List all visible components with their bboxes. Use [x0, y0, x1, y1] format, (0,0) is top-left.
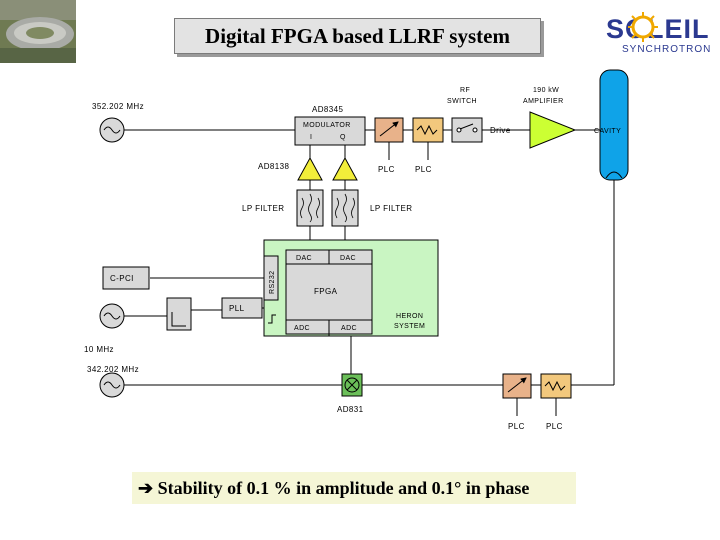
lp-filter-label-left: LP FILTER [242, 204, 284, 213]
heron-label-1: HERON [396, 313, 423, 320]
c-pci-box [102, 266, 150, 290]
rf-switch-label-2: SWITCH [447, 98, 477, 105]
attenuator-bottom-icon [540, 373, 572, 399]
plc-label-1: PLC [378, 165, 395, 174]
footer-text: ➔ Stability of 0.1 % in amplitude and 0.… [138, 477, 530, 498]
synchrotron-photo [0, 0, 76, 63]
modulator-box [294, 116, 366, 146]
cavity-probe [605, 171, 623, 179]
ad8138-q-triangle [332, 156, 358, 181]
osc-342-icon [99, 372, 125, 398]
attenuator-icon [412, 117, 444, 143]
logo-subtitle: SYNCHROTRON [622, 44, 712, 55]
fpga-box [285, 263, 373, 321]
ad8138-i-triangle [297, 156, 323, 181]
adc-label-1: ADC [294, 325, 310, 332]
sun-icon [628, 12, 658, 42]
fpga-label: FPGA [314, 287, 338, 296]
mod-q-label: Q [340, 134, 346, 141]
plc-label-4: PLC [546, 422, 563, 431]
lp-filter-i-icon [296, 189, 324, 227]
adc-label-2: ADC [341, 325, 357, 332]
amplifier-triangle [529, 111, 577, 149]
lp-filter-q-icon [331, 189, 359, 227]
phase-shifter-bottom-icon [502, 373, 532, 399]
modulator-label: MODULATOR [303, 122, 351, 129]
page-title: Digital FPGA based LLRF system [205, 23, 510, 48]
cavity-box [599, 69, 629, 181]
ad831-label: AD831 [337, 405, 364, 414]
rf-switch-label-1: RF [460, 87, 470, 94]
soleil-logo: SOLEIL SYNCHROTRON [600, 6, 715, 58]
osc-352-icon [99, 117, 125, 143]
freq-10-label: 10 MHz [84, 345, 114, 354]
mod-i-label: I [310, 134, 312, 141]
logo-word: SOLEIL [606, 14, 710, 44]
freq-top-label: 352.202 MHz [92, 102, 144, 111]
rs232-label: RS232 [269, 271, 276, 294]
title-box: Digital FPGA based LLRF system [174, 18, 541, 54]
amplifier-label-1: 190 kW [533, 87, 559, 94]
amplifier-label-2: AMPLIFIER [523, 98, 564, 105]
ad8345-label: AD8345 [312, 105, 343, 114]
cavity-label: CAVITY [594, 128, 621, 135]
plc-label-2: PLC [415, 165, 432, 174]
heron-label-2: SYSTEM [394, 323, 425, 330]
rf-switch-icon [451, 117, 483, 143]
phase-shifter-icon [374, 117, 404, 143]
vco-box [166, 297, 192, 331]
drive-label: Drive [490, 126, 511, 135]
plc-label-3: PLC [508, 422, 525, 431]
lp-filter-label-right: LP FILTER [370, 204, 412, 213]
pll-label: PLL [229, 304, 245, 313]
c-pci-label: C-PCI [110, 274, 134, 283]
mixer-icon [341, 373, 363, 397]
footer-banner: ➔ Stability of 0.1 % in amplitude and 0.… [132, 472, 576, 504]
ad8138-label: AD8138 [258, 162, 289, 171]
osc-10-icon [99, 303, 125, 329]
dac-label-1: DAC [296, 255, 312, 262]
clock-icon [268, 314, 276, 324]
freq-bottom-label: 342.202 MHz [87, 365, 139, 374]
dac-label-2: DAC [340, 255, 356, 262]
